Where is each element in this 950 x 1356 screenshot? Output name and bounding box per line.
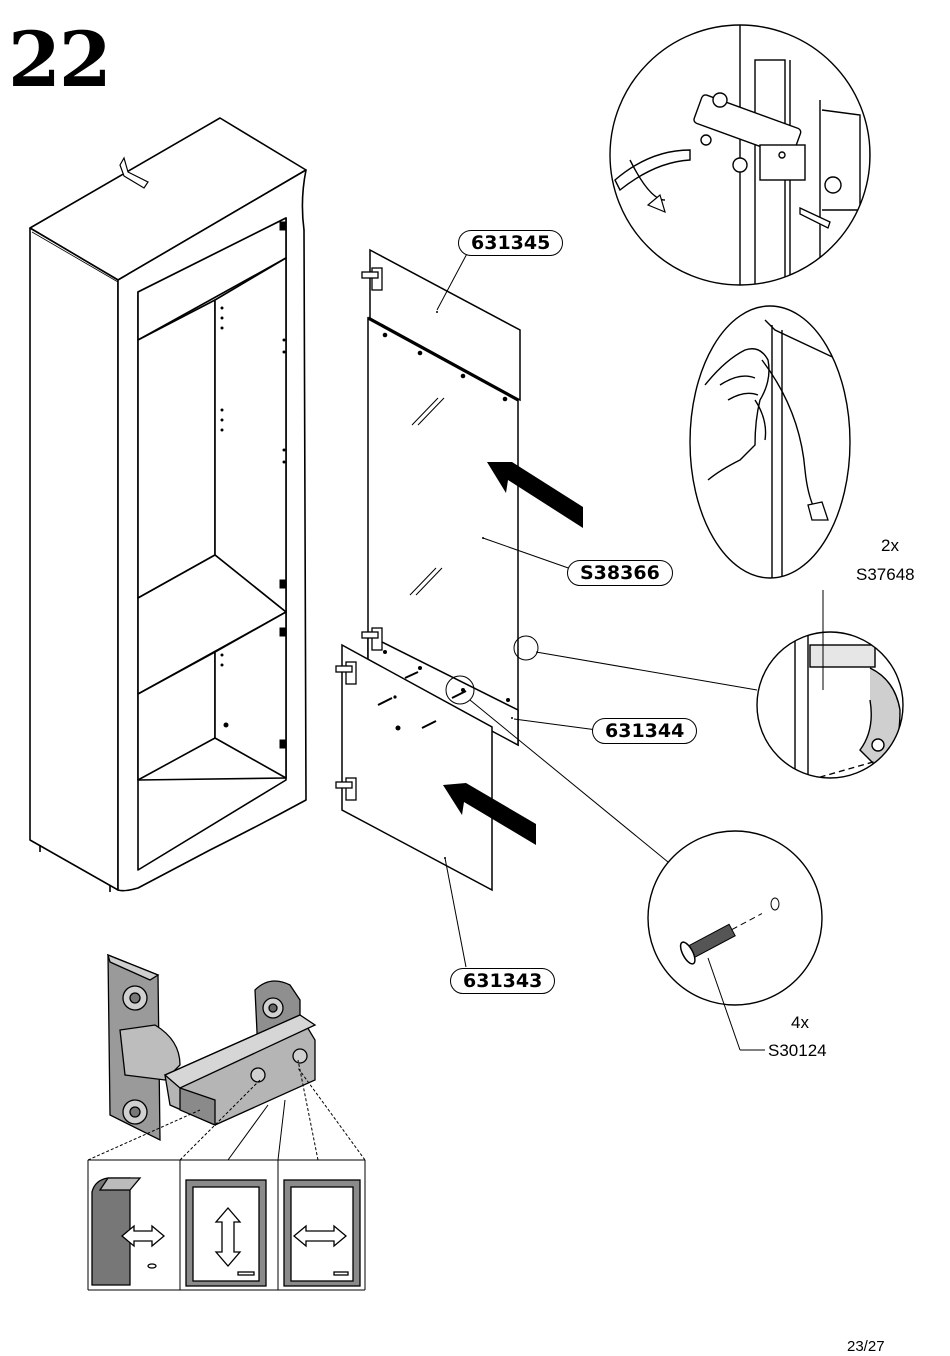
part-label-middle-panel: 631344 [592,718,697,744]
hand-detail [690,306,860,580]
screw-code: S30124 [768,1041,827,1061]
handle-code: S37648 [856,565,915,585]
step-number: 22 [8,22,110,98]
cabinet [30,118,306,892]
adjust-box-vertical [186,1180,266,1286]
screw-quantity: 4x [791,1013,809,1033]
adjust-box-horizontal [284,1180,360,1286]
handle-quantity: 2x [881,536,899,556]
page-number: 23/27 [847,1338,885,1355]
part-label-glass-door: S38366 [567,560,673,586]
handle-detail [757,620,903,790]
part-label-top-panel: 631345 [458,230,563,256]
screw-detail [648,831,822,1005]
hinge-adjust-detail [610,20,870,300]
part-label-lower-door: 631343 [450,968,555,994]
adjust-box-depth [92,1178,164,1285]
